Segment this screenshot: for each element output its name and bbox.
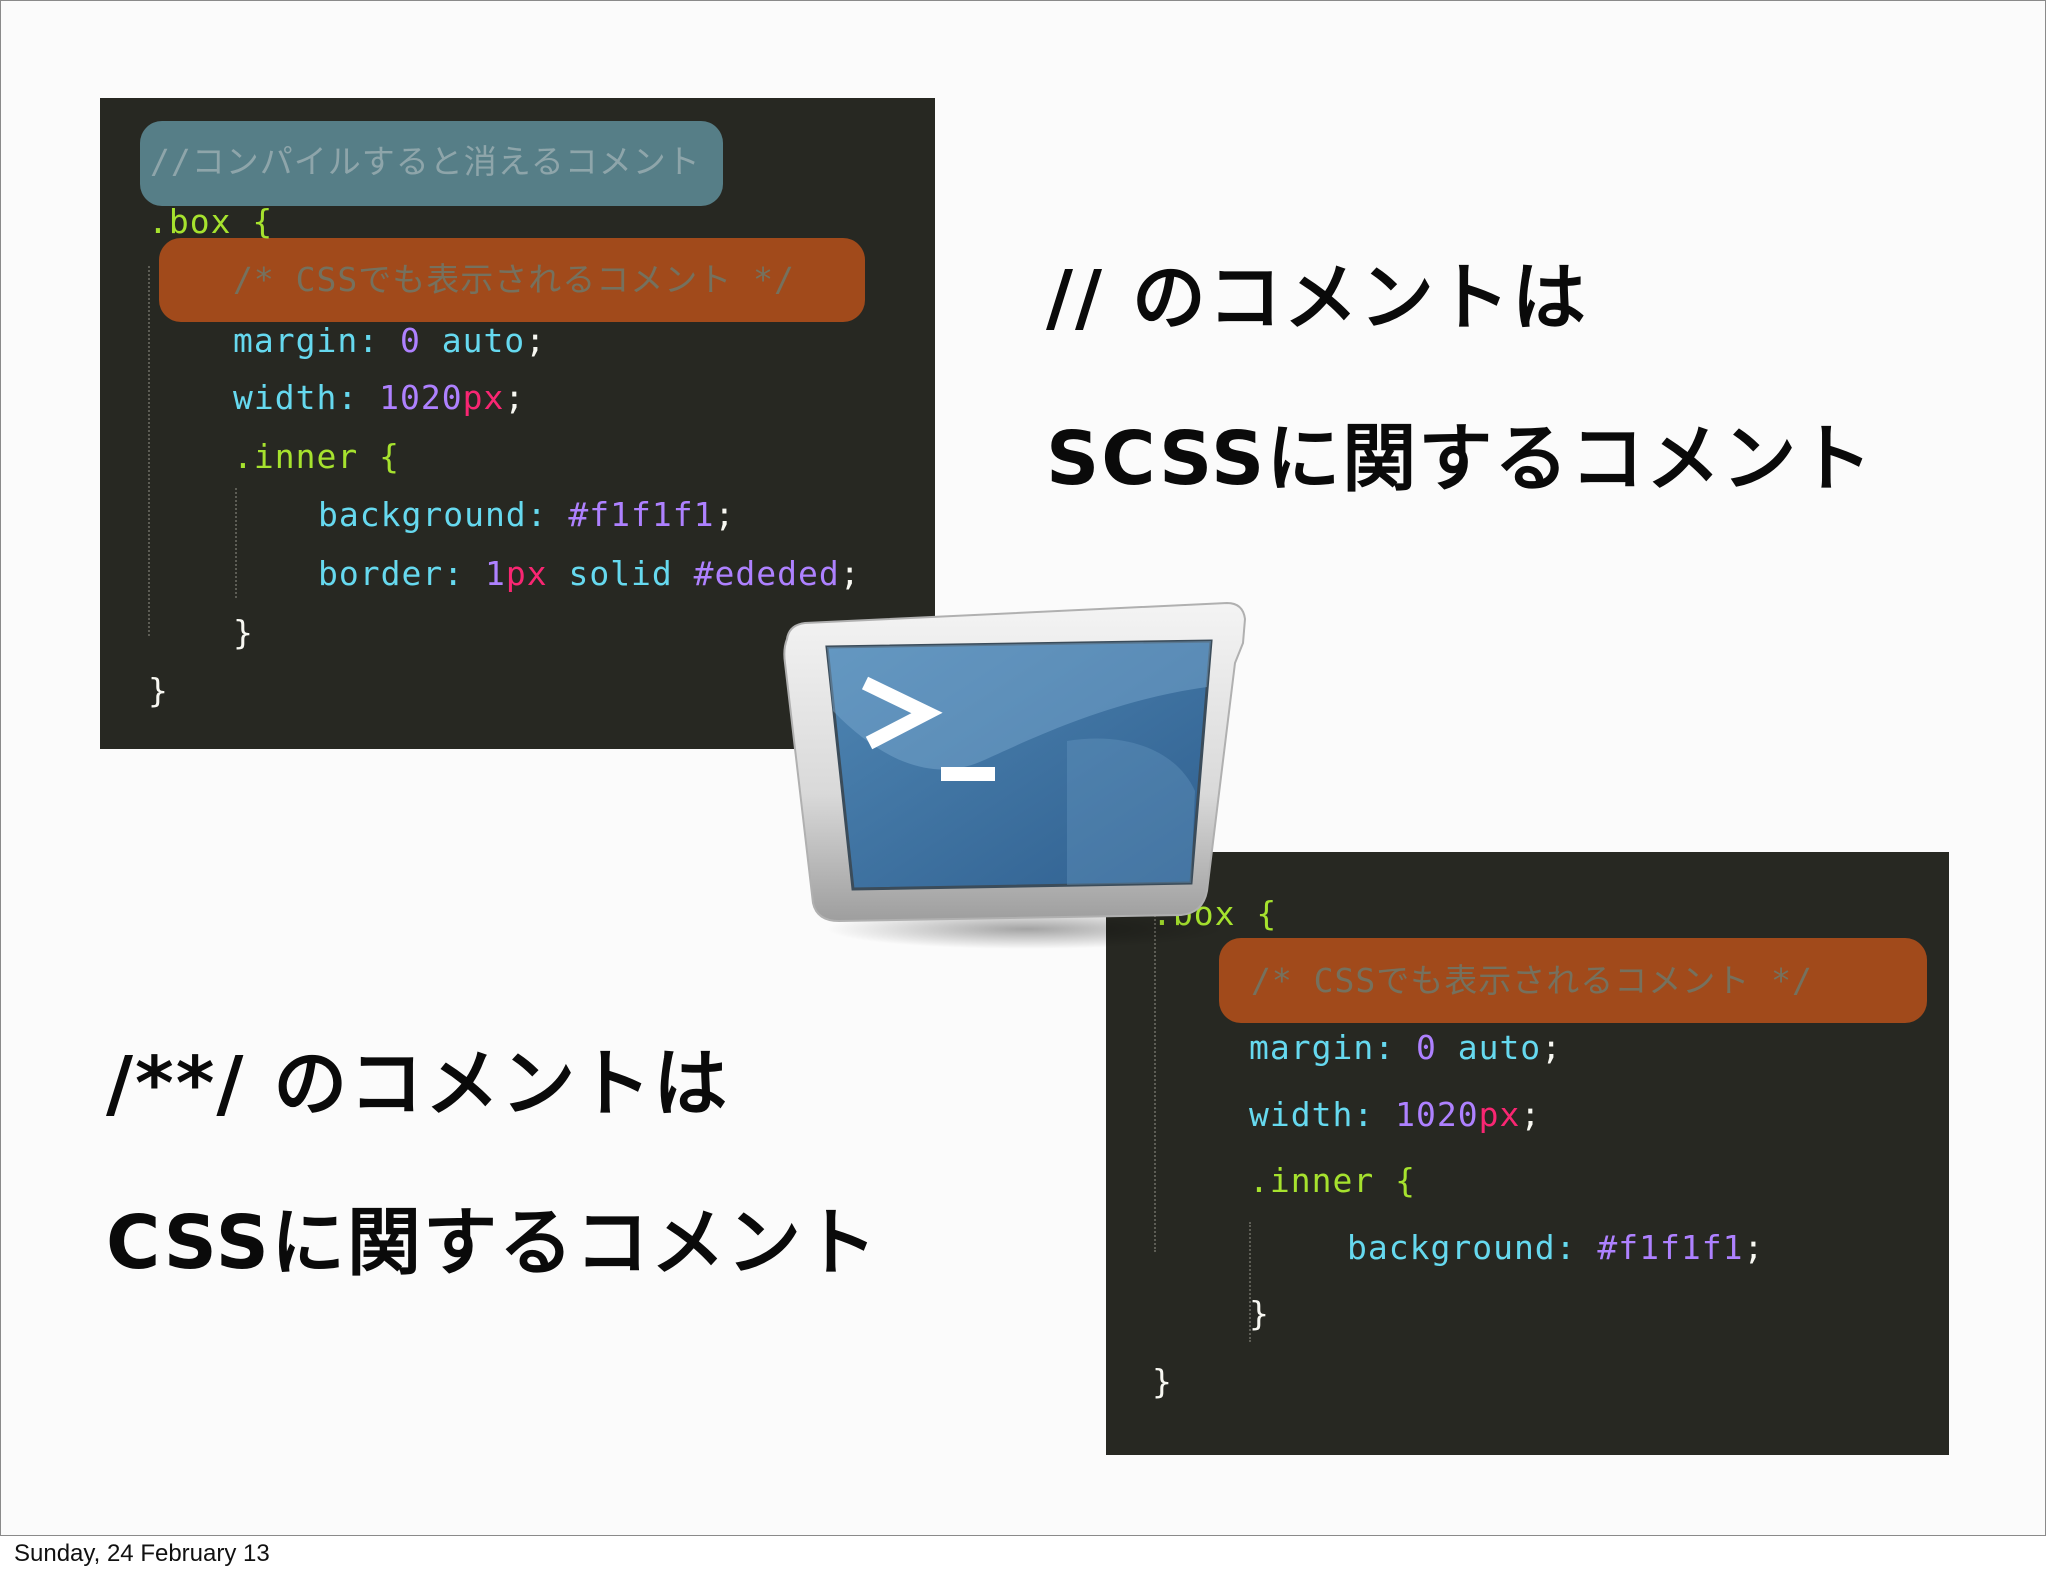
slide: //コンパイルすると消えるコメント .box { /* CSSでも表示されるコメ… [0,0,2046,1536]
code-comment-css: /* CSSでも表示されるコメント */ [1251,961,1813,1000]
indent-guide [1249,1222,1251,1342]
indent-guide [1154,912,1156,1252]
code-border: border: 1px solid #ededed; [318,554,861,593]
code-brace-close-inner: } [1249,1294,1270,1333]
code-comment-css: /* CSSでも表示されるコメント */ [233,260,795,299]
terminal-icon [777,591,1261,951]
comment-highlight-orange [159,238,865,322]
code-width: width: 1020px; [1249,1095,1542,1134]
footer-date: Sunday, 24 February 13 [14,1540,270,1567]
code-brace-close-inner: } [233,613,254,652]
code-background: background: #f1f1f1; [318,495,736,534]
caption-css-line2: CSSに関するコメント [106,1200,879,1286]
code-selector-inner: .inner { [1249,1161,1416,1200]
code-brace-close-box: } [1152,1362,1173,1401]
code-brace-close-box: } [148,671,169,710]
comment-highlight-orange [1219,938,1927,1023]
comment-highlight-blue [140,121,723,206]
code-screenshot-bottom: .box { /* CSSでも表示されるコメント */ margin: 0 au… [1106,852,1949,1455]
code-comment-scss: //コンパイルすると消えるコメント [150,142,701,181]
indent-guide [235,488,237,598]
code-background: background: #f1f1f1; [1347,1228,1765,1267]
caption-css-line1: /**/ のコメントは [106,1041,730,1127]
code-selector-inner: .inner { [233,437,400,476]
caption-scss-line2: SCSSに関するコメント [1046,416,1875,502]
code-width: width: 1020px; [233,378,526,417]
code-margin: margin: 0 auto; [1249,1028,1563,1067]
code-margin: margin: 0 auto; [233,321,547,360]
code-screenshot-top: //コンパイルすると消えるコメント .box { /* CSSでも表示されるコメ… [100,98,935,749]
indent-guide [148,266,150,636]
caption-scss-line1: // のコメントは [1046,255,1588,341]
code-selector-box: .box { [148,202,274,241]
